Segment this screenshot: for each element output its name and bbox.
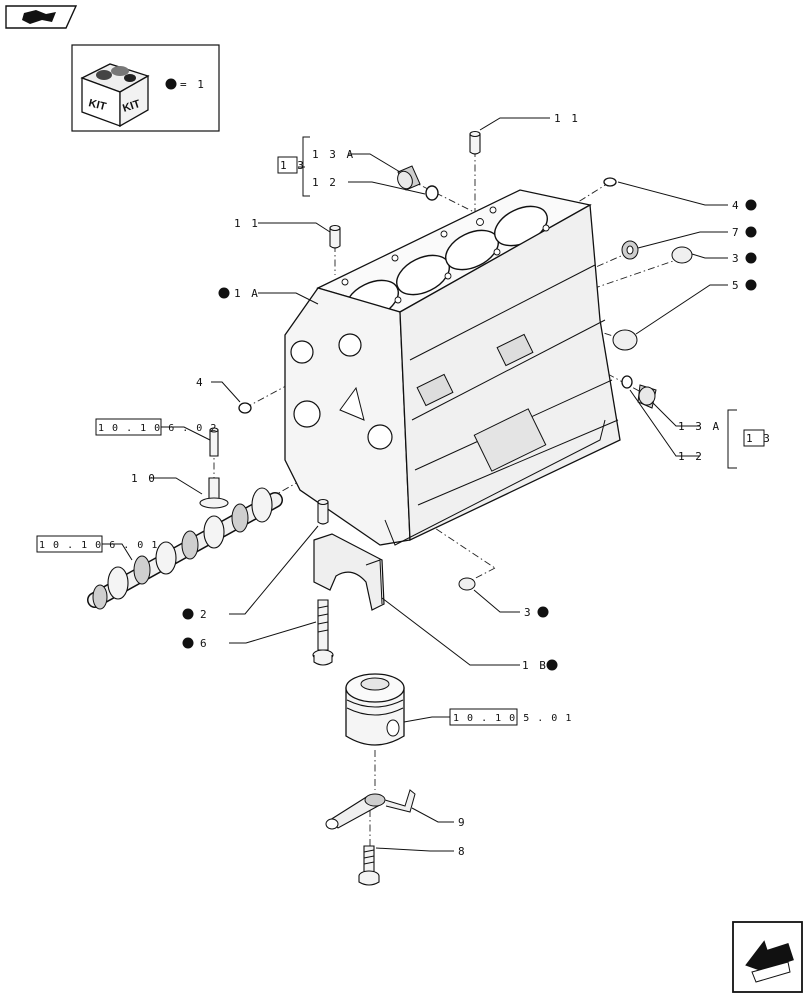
kit-text-right: KIT xyxy=(121,98,142,115)
callout-13-top[interactable]: 1 3 xyxy=(280,159,306,172)
callout-3-bottom[interactable]: 3 xyxy=(524,606,533,619)
callout-4-right-dot xyxy=(745,199,757,211)
kit-box-icon: KIT KIT xyxy=(80,63,150,128)
ref-10-106-02[interactable]: 1 0 . 1 0 6 . 0 2 xyxy=(98,423,217,434)
callout-9[interactable]: 9 xyxy=(458,816,467,829)
reference-boxes: 1 0 . 1 0 6 . 0 2 1 0 . 1 0 6 . 0 1 1 0 … xyxy=(36,418,572,726)
callout-1a[interactable]: 1 A xyxy=(234,287,260,300)
callout-10[interactable]: 1 0 xyxy=(131,472,157,485)
kit-text-left: KIT xyxy=(87,97,107,113)
plug-13a-top xyxy=(397,165,421,191)
cooling-jet-9 xyxy=(325,789,416,830)
callout-3-right[interactable]: 3 xyxy=(732,252,741,265)
cup-plug-5 xyxy=(612,329,638,351)
callout-6[interactable]: 6 xyxy=(200,637,209,650)
piston xyxy=(345,673,405,746)
next-page-arrow-icon[interactable] xyxy=(732,921,803,993)
bolt-8 xyxy=(358,845,380,886)
legend-dot xyxy=(165,78,177,90)
ref-10-106-01-box[interactable] xyxy=(36,535,103,553)
ref-10-106-01[interactable]: 1 0 . 1 0 6 . 0 1 xyxy=(39,540,158,551)
callout-7[interactable]: 7 xyxy=(732,226,741,239)
callout-7-dot xyxy=(745,226,757,238)
callout-6-dot xyxy=(182,637,194,649)
kit-legend: KIT KIT = 1 xyxy=(71,44,220,132)
ref-10-105-01[interactable]: 1 0 . 1 0 5 . 0 1 xyxy=(453,713,572,724)
legend-text: = 1 xyxy=(180,78,206,91)
callout-4-right[interactable]: 4 xyxy=(732,199,741,212)
callout-13a-top[interactable]: 1 3 A xyxy=(312,148,355,161)
callout-3-bottom-dot xyxy=(537,606,549,618)
sleeve-top xyxy=(469,130,481,155)
callout-13a-right[interactable]: 1 3 A xyxy=(678,420,721,433)
callout-13-right-box xyxy=(743,429,765,447)
cup-plug-3-right xyxy=(671,246,693,264)
callout-1b[interactable]: 1 B xyxy=(522,659,548,672)
washer-12-right xyxy=(621,375,633,389)
callout-11-top[interactable]: 1 1 xyxy=(554,112,580,125)
callout-5[interactable]: 5 xyxy=(732,279,741,292)
sleeve-left xyxy=(329,224,341,249)
cup-plug-3-bottom xyxy=(458,577,476,591)
plug-13a-right xyxy=(637,384,657,409)
ref-10-105-01-box[interactable] xyxy=(449,708,518,726)
callout-12-top[interactable]: 1 2 xyxy=(312,176,338,189)
callout-2-dot xyxy=(182,608,194,620)
callout-13-top-box xyxy=(277,156,298,174)
camshaft xyxy=(87,487,283,610)
leader-lines xyxy=(102,117,737,852)
callout-13-right[interactable]: 1 3 xyxy=(746,432,772,445)
engine-block xyxy=(284,189,621,546)
dowel-2 xyxy=(317,498,329,525)
bolt-6 xyxy=(312,599,334,666)
callout-12-right[interactable]: 1 2 xyxy=(678,450,704,463)
callout-labels: 1 1 1 3 A 1 2 1 3 1 1 1 A 4 7 3 5 4 1 3 … xyxy=(131,112,772,858)
bearing-cap-1b xyxy=(313,533,385,611)
book-arrow-icon[interactable] xyxy=(5,5,78,29)
pin-10-106-02 xyxy=(209,427,219,457)
tappet-10 xyxy=(199,477,229,509)
callout-5-dot xyxy=(745,279,757,291)
ring-4-right xyxy=(603,177,617,187)
callout-8[interactable]: 8 xyxy=(458,845,467,858)
plug-7 xyxy=(621,240,639,260)
callout-4-left[interactable]: 4 xyxy=(196,376,205,389)
ref-10-106-02-box[interactable] xyxy=(95,418,162,436)
callout-1b-dot xyxy=(546,659,558,671)
washer-12-top xyxy=(425,185,439,201)
callout-2[interactable]: 2 xyxy=(200,608,209,621)
callout-11-left[interactable]: 1 1 xyxy=(234,217,260,230)
callout-3-right-dot xyxy=(745,252,757,264)
callout-1a-dot xyxy=(218,287,230,299)
ring-4-left xyxy=(238,402,252,414)
